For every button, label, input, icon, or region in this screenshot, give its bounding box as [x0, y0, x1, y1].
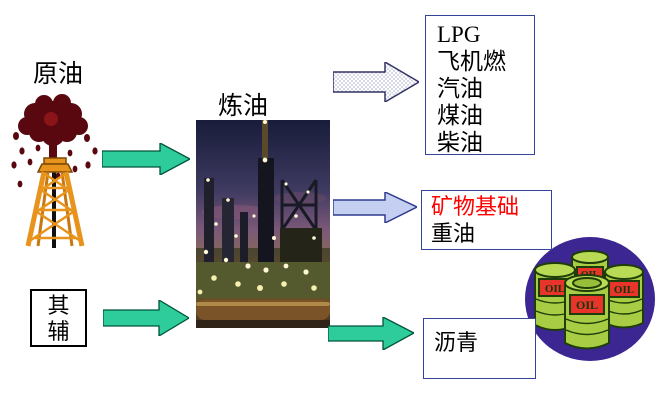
arrow-crude-to-refinery	[102, 143, 190, 175]
oil-barrels-in-circle-icon: OIL OIL OIL	[525, 237, 655, 361]
products-box: LPG 飞机燃 汽油 煤油 柴油	[425, 15, 535, 155]
product-kerosene: 煤油	[437, 103, 483, 128]
arrow-auxiliary-to-refinery	[103, 300, 189, 336]
svg-text:OIL: OIL	[614, 284, 634, 296]
asphalt-box: 沥青	[423, 318, 536, 379]
oil-derrick-gusher-icon	[11, 94, 98, 248]
product-lpg: LPG	[437, 22, 481, 47]
svg-text:OIL: OIL	[545, 283, 565, 295]
oil-gusher-blob	[11, 94, 98, 188]
crude-oil-label: 原油	[33, 61, 84, 88]
refinery-lights	[197, 120, 317, 295]
product-jet-fuel: 飞机燃	[437, 49, 506, 74]
barrel-group: OIL OIL OIL	[534, 250, 644, 350]
derrick-pipe	[52, 162, 56, 248]
barrel-front: OIL	[564, 274, 610, 350]
auxiliary-label-line2: 辅	[47, 319, 70, 344]
svg-text:OIL: OIL	[576, 298, 598, 312]
auxiliary-box: 其 辅	[30, 289, 87, 347]
mineral-base-box: 矿物基础 重油	[421, 190, 552, 250]
refinery-label: 炼油	[218, 93, 269, 120]
auxiliary-label-line1: 其	[47, 293, 70, 318]
product-diesel: 柴油	[437, 130, 483, 155]
barrel-right: OIL	[604, 264, 644, 329]
refinery-structures	[196, 120, 330, 328]
product-gasoline: 汽油	[437, 76, 483, 101]
arrow-refinery-to-asphalt	[328, 317, 414, 350]
derrick-tower	[25, 157, 85, 247]
heavy-oil-label: 重油	[431, 221, 476, 246]
refinery-night-photo	[196, 120, 330, 328]
mineral-base-label: 矿物基础	[431, 194, 520, 219]
arrow-refinery-to-products	[333, 62, 419, 102]
arrow-refinery-to-mineral	[333, 192, 417, 223]
asphalt-label: 沥青	[434, 330, 479, 355]
